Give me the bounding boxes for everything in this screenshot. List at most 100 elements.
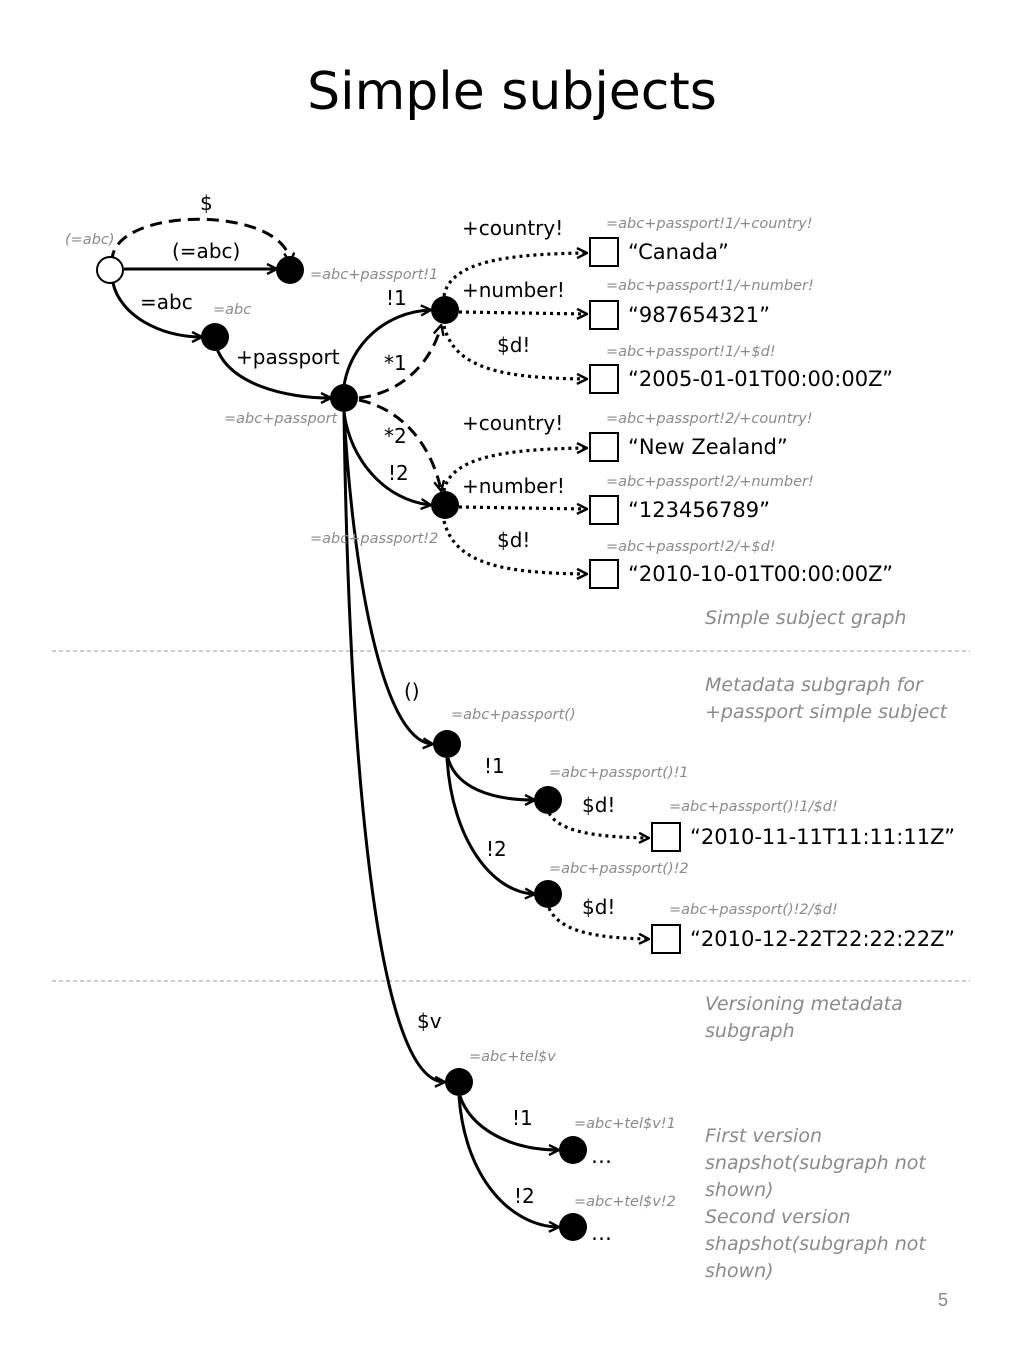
edge-label-meta-bang2: !2 (486, 837, 507, 861)
uri-number2: =abc+passport!2/+number! (606, 474, 814, 490)
meta-bang1-node (534, 786, 562, 814)
literal-box-number2 (589, 495, 619, 525)
edge-label-d1: $d! (497, 333, 530, 357)
edge-meta-d2 (547, 907, 648, 939)
edge-label-paren-abc: (=abc) (172, 239, 240, 263)
value-number2: “123456789” (628, 498, 770, 522)
value-date2: “2010-10-01T00:00:00Z” (628, 562, 893, 586)
edge-label-eq-abc: =abc (140, 290, 193, 314)
note-second-version-line2: shapshot(subgraph not (705, 1233, 927, 1255)
edge-label-version: $v (417, 1009, 442, 1033)
edge-number1 (458, 312, 586, 314)
edge-label-v-bang1: !1 (512, 1106, 533, 1130)
tel-v2-node (559, 1213, 587, 1241)
uri-country2: =abc+passport!2/+country! (606, 411, 813, 427)
literal-box-date2 (589, 559, 619, 589)
uri-meta-d1: =abc+passport()!1/$d! (669, 799, 838, 815)
passport-bang1-node (431, 296, 459, 324)
note-versioning-line1: Versioning metadata (705, 993, 903, 1015)
edge-label-meta: () (404, 679, 420, 703)
literal-box-meta-date2 (651, 924, 681, 954)
uri-root: (=abc) (65, 232, 115, 248)
uri-meta-bang2: =abc+passport()!2 (549, 861, 689, 877)
uri-tel-v1: =abc+tel$v!1 (574, 1116, 676, 1132)
meta-bang2-node (534, 880, 562, 908)
value-date1: “2005-01-01T00:00:00Z” (628, 367, 893, 391)
literal-box-new-zealand (589, 432, 619, 462)
uri-d2: =abc+passport!2/+$d! (606, 539, 776, 555)
value-ellipsis2: … (591, 1221, 612, 1245)
uri-abc: =abc (213, 302, 251, 318)
edge-label-meta-d1: $d! (582, 793, 615, 817)
edge-number2 (458, 507, 586, 509)
literal-box-date1 (589, 364, 619, 394)
note-metadata-line2: +passport simple subject (705, 701, 949, 723)
edge-label-passport: +passport (236, 345, 340, 369)
passport-bang1-ref-node (276, 256, 304, 284)
edge-d2 (442, 520, 586, 574)
note-first-version-line3: shown) (705, 1179, 774, 1201)
uri-meta-bang1: =abc+passport()!1 (549, 765, 689, 781)
tel-v1-node (559, 1136, 587, 1164)
root-node (96, 256, 124, 284)
value-new-zealand: “New Zealand” (628, 435, 788, 459)
uri-passport: =abc+passport (224, 411, 339, 427)
uri-tel-v: =abc+tel$v (469, 1049, 556, 1065)
note-first-version-line2: snapshot(subgraph not (705, 1152, 927, 1174)
edge-label-v-bang2: !2 (514, 1184, 535, 1208)
edge-country1 (442, 253, 586, 297)
edge-meta (342, 411, 432, 744)
edge-label-d2: $d! (497, 528, 530, 552)
uri-meta: =abc+passport() (451, 707, 576, 723)
edge-bang1 (342, 310, 430, 387)
note-second-version-line1: Second version (705, 1206, 851, 1228)
note-second-version-line3: shown) (705, 1260, 774, 1282)
literal-box-canada (589, 237, 619, 267)
note-versioning-line2: subgraph (705, 1020, 795, 1042)
uri-passport-bang2: =abc+passport!2 (310, 531, 438, 547)
edge-label-number1: +number! (462, 278, 565, 302)
edge-country2 (442, 448, 586, 492)
edge-version (342, 411, 444, 1082)
value-number1: “987654321” (628, 303, 770, 327)
uri-country1: =abc+passport!1/+country! (606, 216, 813, 232)
edge-label-star2: *2 (384, 424, 407, 448)
edge-label-country1: +country! (462, 216, 563, 240)
value-meta-date1: “2010-11-11T11:11:11Z” (690, 825, 955, 849)
edge-passport (214, 345, 330, 398)
note-metadata-line1: Metadata subgraph for (705, 674, 924, 696)
edge-v-bang2 (457, 1095, 558, 1227)
edge-label-star1: *1 (384, 351, 407, 375)
passport-node (330, 384, 358, 412)
abc-node (201, 323, 229, 351)
page-number: 5 (938, 1290, 949, 1310)
edge-label-country2: +country! (462, 411, 563, 435)
edge-meta-bang1 (446, 757, 534, 800)
edge-meta-bang2 (445, 757, 534, 894)
edge-d1 (442, 325, 586, 379)
meta-node (433, 730, 461, 758)
edge-label-meta-d2: $d! (582, 895, 615, 919)
uri-number1: =abc+passport!1/+number! (606, 278, 814, 294)
literal-box-number1 (589, 300, 619, 330)
edge-meta-d1 (547, 812, 648, 838)
edge-bang2 (342, 411, 430, 505)
value-meta-date2: “2010-12-22T22:22:22Z” (690, 927, 955, 951)
edge-label-dollar: $ (200, 191, 213, 215)
passport-bang2-node (431, 491, 459, 519)
edge-label-number2: +number! (462, 474, 565, 498)
uri-meta-d2: =abc+passport()!2/$d! (669, 902, 838, 918)
uri-d1: =abc+passport!1/+$d! (606, 344, 776, 360)
note-first-version-line1: First version (705, 1125, 822, 1147)
uri-passport-bang1-ref: =abc+passport!1 (310, 267, 438, 283)
edge-v-bang1 (458, 1095, 558, 1150)
edge-label-bang1: !1 (386, 286, 407, 310)
tel-v-node (445, 1068, 473, 1096)
edge-dollar (110, 217, 290, 262)
value-ellipsis1: … (591, 1144, 612, 1168)
edge-star1 (358, 326, 441, 400)
edge-star2 (358, 398, 441, 490)
note-simple-subject-graph: Simple subject graph (705, 607, 906, 629)
